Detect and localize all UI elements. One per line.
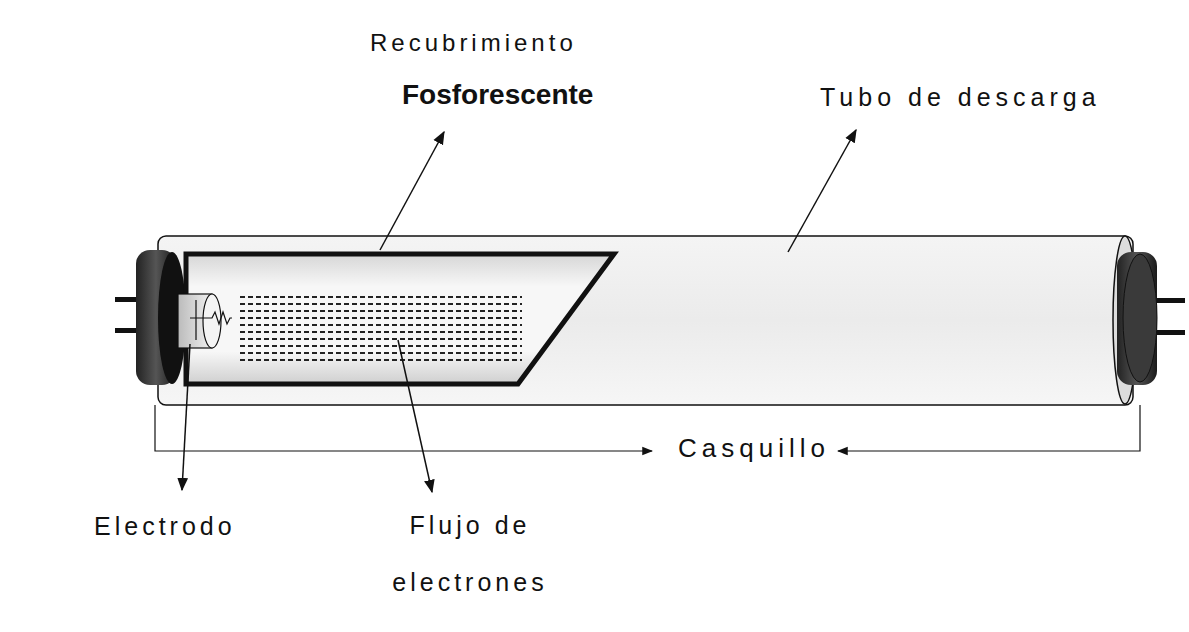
part-label: Flujo de electrones <box>380 497 560 611</box>
part-label: Tubo de descarga <box>820 82 1101 112</box>
phosphor-coating <box>186 254 614 384</box>
electrode <box>178 294 232 348</box>
dimension-bracket <box>155 405 1140 451</box>
leader-lines <box>182 130 856 492</box>
right-cap <box>1117 252 1157 385</box>
part-label: Electrodo <box>94 511 236 541</box>
part-label: Casquillo <box>678 433 830 464</box>
discharge-tube <box>158 236 1133 405</box>
part-label: Fosforescente <box>402 78 593 112</box>
part-label: Recubrimiento <box>370 28 577 57</box>
electron-flow <box>240 296 522 366</box>
